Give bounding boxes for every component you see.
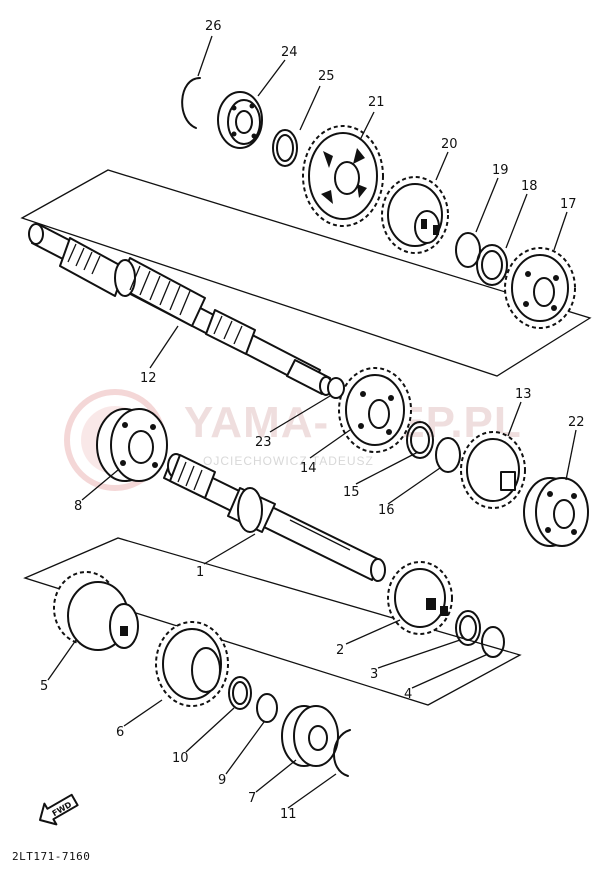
callout-1: 1 [196, 565, 204, 580]
callout-8: 8 [74, 499, 82, 514]
callout-23: 23 [255, 435, 272, 450]
part-26-circlip [181, 77, 201, 129]
callout-22: 22 [568, 415, 585, 430]
callout-4: 4 [404, 687, 412, 702]
part-6-gear [155, 621, 229, 707]
part-5-gear [53, 571, 139, 651]
part-18-washer [476, 244, 508, 286]
callout-7: 7 [248, 791, 256, 806]
upper-assembly-frame [20, 169, 592, 377]
part-7-bearing [281, 705, 339, 767]
part-15-washer [406, 421, 434, 459]
callout-20: 20 [441, 137, 458, 152]
part-3-washer [455, 610, 481, 646]
callout-6: 6 [116, 725, 124, 740]
callout-25: 25 [318, 69, 335, 84]
callout-3: 3 [370, 667, 378, 682]
part-4-circlip [481, 626, 505, 658]
part-13-gear [460, 431, 526, 509]
callout-18: 18 [521, 179, 538, 194]
callout-10: 10 [172, 751, 189, 766]
drawing-code: 2LT171-7160 [12, 850, 91, 863]
callout-12: 12 [140, 371, 157, 386]
callout-19: 19 [492, 163, 509, 178]
callout-24: 24 [281, 45, 298, 60]
part-22-bearing [523, 477, 589, 547]
callout-labels: 26 24 25 21 20 19 18 17 12 23 14 15 16 1… [40, 19, 585, 822]
part-24-bearing [217, 91, 263, 149]
callout-9: 9 [218, 773, 226, 788]
part-25-washer-inner [276, 134, 294, 162]
part-20-gear [381, 176, 449, 254]
watermark-subtext: OJCIECHOWICZ TADEUSZ [203, 454, 374, 468]
part-25-washer [272, 129, 298, 167]
part-8-bearing [96, 408, 168, 482]
callout-2: 2 [336, 643, 344, 658]
callout-15: 15 [343, 485, 360, 500]
part-10-washer-inner [232, 681, 248, 705]
part-11-circlip [333, 729, 351, 777]
part-21-gear [302, 125, 384, 227]
callout-17: 17 [560, 197, 577, 212]
part-23-bush [327, 377, 345, 399]
part-9-circlip [256, 693, 278, 723]
part-10-washer [228, 676, 252, 710]
callout-16: 16 [378, 503, 395, 518]
callout-13: 13 [515, 387, 532, 402]
watermark-text: YAMA- EP.PL [184, 398, 522, 447]
fwd-arrow-icon: FWD [39, 793, 79, 826]
callout-14: 14 [300, 461, 317, 476]
callout-26: 26 [205, 19, 222, 34]
leader-lines [47, 35, 577, 809]
part-18-washer-inner [481, 250, 503, 280]
callout-11: 11 [280, 807, 297, 822]
part-1-drive-axle [163, 453, 386, 582]
callout-5: 5 [40, 679, 48, 694]
part-19-circlip [455, 232, 481, 268]
part-12-main-axle [28, 223, 333, 396]
part-17-gear [504, 247, 576, 329]
lower-assembly-frame [23, 537, 522, 706]
part-15-washer-inner [410, 426, 430, 454]
part-16-circlip [435, 437, 461, 473]
part-3-washer-inner [459, 615, 477, 641]
part-14-gear [338, 367, 412, 453]
part-2-gear [387, 561, 453, 635]
callout-21: 21 [368, 95, 385, 110]
